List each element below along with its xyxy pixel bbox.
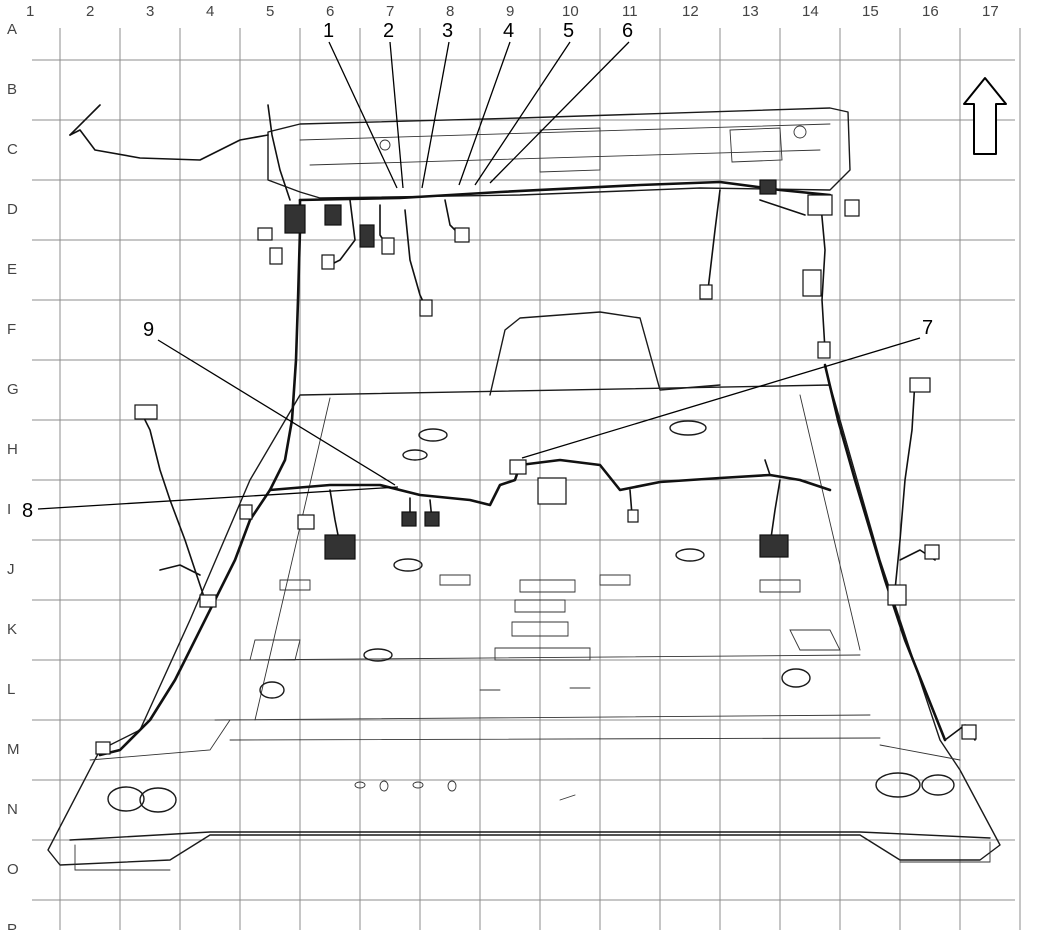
callout-2: 2	[383, 20, 394, 42]
grid-column-label: 12	[682, 3, 699, 20]
grid-column-label: 11	[622, 3, 638, 20]
grid-row-label: L	[7, 681, 15, 698]
grid-column-label: 3	[146, 3, 154, 20]
grid-row-label: P	[7, 921, 17, 930]
callout-9: 9	[143, 319, 154, 341]
grid-row-label: M	[7, 741, 20, 758]
grid-column-label: 8	[446, 3, 454, 20]
grid-row-label: G	[7, 381, 19, 398]
callout-1: 1	[323, 20, 334, 42]
callout-3: 3	[442, 20, 453, 42]
grid-column-label: 14	[802, 3, 819, 20]
grid-column-label: 13	[742, 3, 759, 20]
grid-column-label: 2	[86, 3, 94, 20]
callout-numbers: 1 2 3 4 5 6 7 8 9	[22, 20, 933, 522]
grid-row-label: N	[7, 801, 18, 818]
callout-6: 6	[622, 20, 633, 42]
grid-column-label: 1	[26, 3, 34, 20]
callout-5: 5	[563, 20, 574, 42]
grid-column-label: 15	[862, 3, 879, 20]
grid-row-label: F	[7, 321, 16, 338]
callout-4: 4	[503, 20, 514, 42]
grid-column-label: 9	[506, 3, 514, 20]
grid-row-label: K	[7, 621, 17, 638]
grid-row-label: O	[7, 861, 19, 878]
grid-column-label: 10	[562, 3, 579, 20]
grid-column-label: 17	[982, 3, 999, 20]
grid-row-label: D	[7, 201, 18, 218]
grid-row-label: B	[7, 81, 17, 98]
grid-row-label: E	[7, 261, 17, 278]
callout-leaders	[37, 41, 921, 510]
grid-row-label: H	[7, 441, 18, 458]
grid-column-label: 6	[326, 3, 334, 20]
grid-column-label: 4	[206, 3, 214, 20]
grid-row-label: C	[7, 141, 18, 158]
harness-connectors	[95, 179, 977, 755]
callout-8: 8	[22, 500, 33, 522]
up-arrow-icon	[963, 77, 1007, 155]
row-labels: A B C D E F G H I J K L M N O P	[7, 21, 20, 930]
grid-lines	[32, 28, 1021, 930]
grid-row-label: J	[7, 561, 15, 578]
vehicle-floor-outline	[47, 107, 1001, 871]
grid-column-label: 16	[922, 3, 939, 20]
callout-7: 7	[922, 317, 933, 339]
grid-row-label: I	[7, 501, 11, 518]
grid-row-label: A	[7, 21, 17, 38]
grid-column-label: 5	[266, 3, 274, 20]
grid-column-label: 7	[386, 3, 394, 20]
